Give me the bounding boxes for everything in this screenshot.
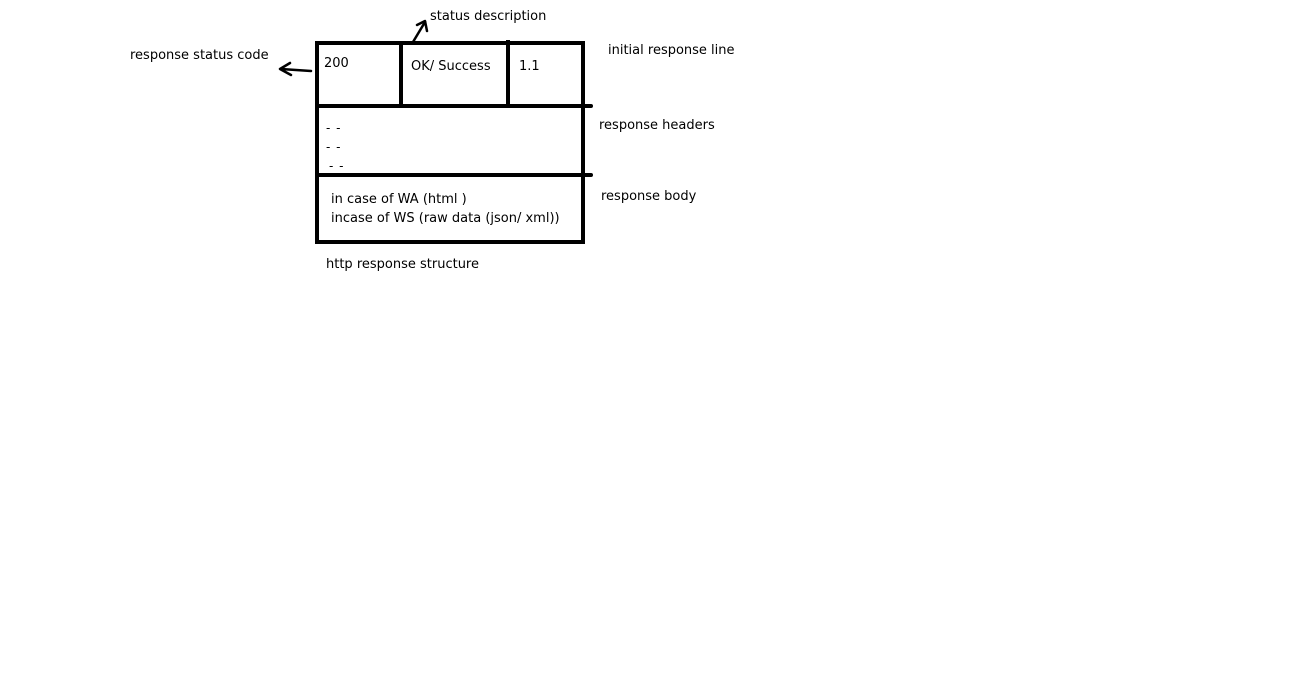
diagram-caption: http response structure	[326, 257, 479, 272]
http-version-cell: 1.1	[519, 59, 540, 74]
label-response-headers: response headers	[599, 118, 715, 133]
status-description-cell: OK/ Success	[411, 59, 491, 74]
body-line-2: incase of WS (raw data (json/ xml))	[331, 211, 560, 226]
label-response-body: response body	[601, 189, 697, 204]
arrow-response-status-code	[278, 61, 313, 77]
body-line-1: in case of WA (html )	[331, 192, 467, 207]
label-status-description: status description	[430, 9, 547, 24]
header-line-1: - -	[326, 121, 342, 135]
response-box-outline	[315, 41, 585, 244]
status-code-cell: 200	[324, 56, 349, 71]
label-initial-response-line: initial response line	[608, 43, 735, 58]
header-line-2: - -	[326, 140, 342, 154]
label-response-status-code: response status code	[130, 48, 269, 63]
arrow-status-description	[411, 19, 429, 44]
header-line-3: - -	[329, 159, 345, 173]
